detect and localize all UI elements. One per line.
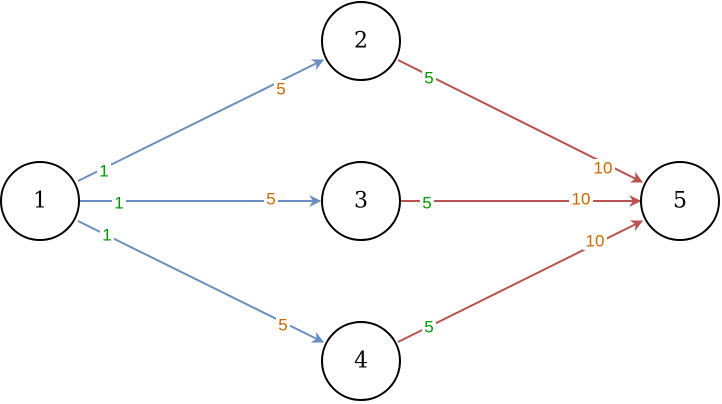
edge-1-to-2 xyxy=(77,59,325,182)
edge-1-to-2-start-label: 1 xyxy=(99,162,108,181)
edge-label-background xyxy=(583,232,607,250)
edge-label-background xyxy=(100,226,114,244)
edge-label-background xyxy=(112,194,126,212)
edge-label-background xyxy=(422,318,436,336)
node-3-circle xyxy=(321,161,401,241)
edge-label-background xyxy=(264,190,278,208)
node-4-circle xyxy=(321,321,401,401)
edge-3-to-5-end-label: 10 xyxy=(572,190,591,209)
edge-1-to-3-end-label: 5 xyxy=(266,190,275,209)
node-5: 5 xyxy=(640,161,720,241)
edge-label-background xyxy=(591,159,615,177)
edge-label-background xyxy=(420,194,434,212)
node-4: 4 xyxy=(321,321,401,401)
node-3: 3 xyxy=(321,161,401,241)
node-2-circle xyxy=(321,1,401,81)
edge-1-to-3-start-label: 1 xyxy=(114,194,123,213)
edge-1-to-4-end-label: 5 xyxy=(278,316,287,335)
node-5-circle xyxy=(640,161,720,241)
edge-4-to-5-start-label: 5 xyxy=(424,318,433,337)
node-2-label: 2 xyxy=(354,29,368,54)
edge-2-to-5-start-label: 5 xyxy=(424,69,433,88)
edge-labels-layer: 1 5 1 5 1 5 5 10 5 10 5 10 xyxy=(97,69,615,337)
edge-3-to-5-start-label: 5 xyxy=(422,194,431,213)
node-5-label: 5 xyxy=(673,189,687,214)
edge-1-to-2-end-label: 5 xyxy=(276,80,285,99)
node-2: 2 xyxy=(321,1,401,81)
node-1-label: 1 xyxy=(33,189,47,214)
node-4-label: 4 xyxy=(354,349,368,374)
edge-2-to-5-end-label: 10 xyxy=(594,159,613,178)
node-3-label: 3 xyxy=(354,189,368,214)
edge-label-background xyxy=(276,316,290,334)
node-1: 1 xyxy=(0,161,80,241)
node-1-circle xyxy=(0,161,80,241)
edge-label-background xyxy=(422,69,436,87)
edge-label-background xyxy=(97,162,111,180)
edge-1-to-4-start-label: 1 xyxy=(102,226,111,245)
edge-label-background xyxy=(569,190,593,208)
edge-4-to-5-end-label: 10 xyxy=(586,232,605,251)
edge-label-background xyxy=(274,80,288,98)
